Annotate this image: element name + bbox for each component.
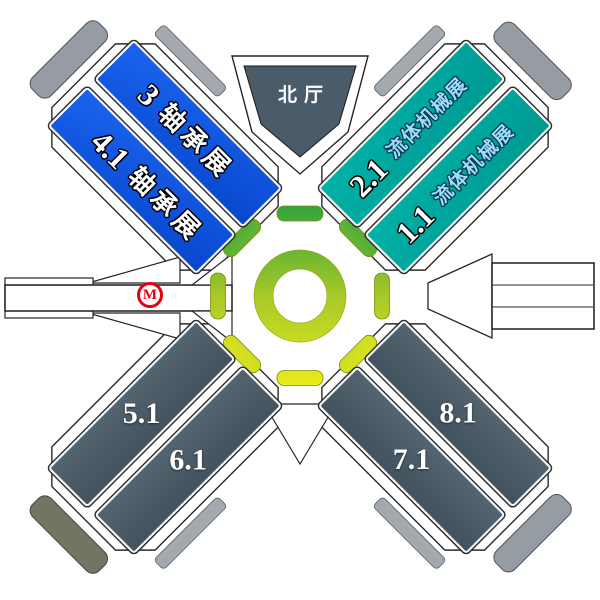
plaza-segment-southwest [222,334,262,374]
canopy-band-northwest [154,25,226,97]
hall-number: 6.1 [169,443,208,477]
hall-number: 3 [131,76,168,113]
hall-number: 1.1 [388,197,441,250]
metro-station-icon: M [137,282,163,308]
metro-m-glyph: M [142,286,158,303]
west-wing-lower [87,312,181,340]
central-ring [254,250,346,342]
west-corridor [4,284,233,312]
hall-number: 2.1 [342,151,395,204]
plaza-segment-west [210,272,226,320]
canopy-wedge-southeast [493,493,572,573]
canopy-wedge-northeast [493,21,572,101]
canopy-band-southwest [154,497,226,569]
hall-number: 5.1 [122,396,161,430]
plaza-segment-south [276,370,324,386]
plaza-segment-north [276,205,324,222]
canopy-wedge-northwest [29,20,109,99]
north-hall-shape [243,65,357,158]
hall-number: 8.1 [439,396,478,430]
canopy-band-northeast [374,25,446,97]
canopy-band-southeast [374,497,446,569]
plaza-segment-northwest [222,218,262,258]
hall-number: 7.1 [392,443,431,477]
central-ring-outer-edge [253,249,347,343]
south-wedge [262,403,338,466]
hall-number: 4.1 [84,123,137,176]
plaza-segment-southeast [338,334,378,374]
plaza-segment-east [374,272,390,320]
west-wing-upper [87,256,181,284]
central-ring-inner-edge [272,268,328,324]
canopy-wedge-southwest [29,495,109,574]
plaza-segment-northeast [338,218,378,258]
north-hall-label: 北厅 [277,85,331,106]
east-funnel [427,252,493,340]
east-corridor [491,262,595,330]
east-corridor-lanes [492,284,593,308]
